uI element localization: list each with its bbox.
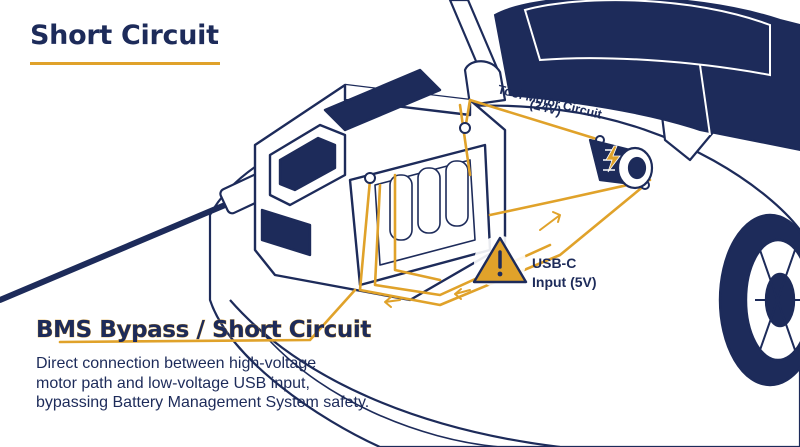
motor-voltage-label: (24V) [528,96,562,118]
callout-line: motor path and low-voltage USB input, [36,374,310,392]
motor [588,138,654,190]
callout-heading: BMS Bypass / Short Circuit [36,317,372,344]
lightning-icon [605,145,621,173]
usb-input-label-line1: USB-C [532,255,576,271]
callout-line: Direct connection between high-voltage [36,355,317,372]
title-underline [30,62,220,65]
warning-icon [472,236,528,288]
callout-line: bypassing Battery Management System safe… [36,394,370,411]
mower-wheel [718,213,800,387]
page-title: Short Circuit [30,20,219,51]
current-arrows [384,211,561,308]
usb-input-label-line2: Input (5V) [532,274,597,290]
grass-bag [493,0,800,152]
callout-description: Direct connection between high-voltage m… [36,354,369,413]
